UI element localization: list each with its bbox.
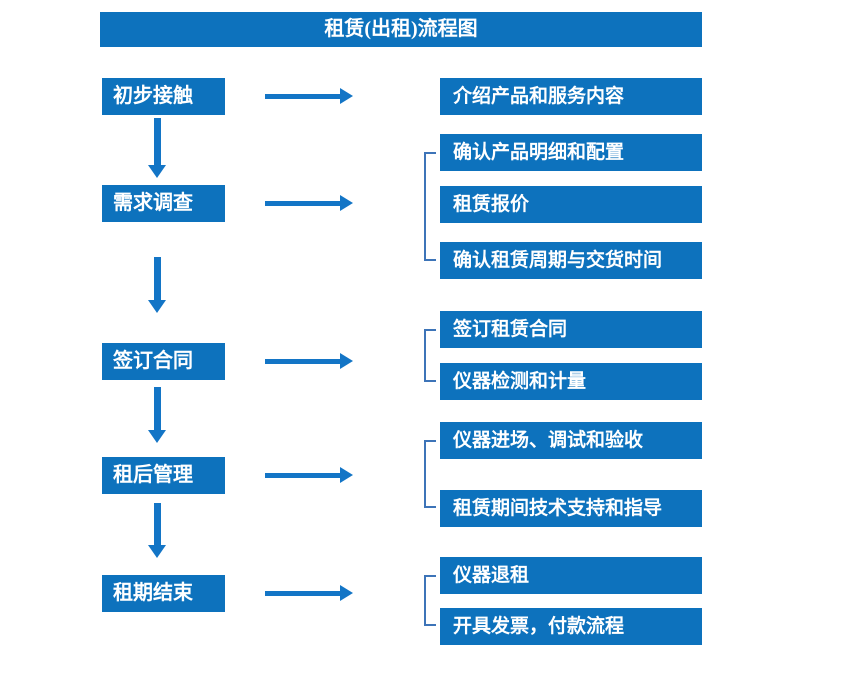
output-box-instrument-setup-acceptance: 仪器进场、调试和验收 [440, 422, 702, 459]
output-box-sign-rental-contract: 签订租赁合同 [440, 311, 702, 348]
right-arrow-icon [265, 467, 353, 483]
right-arrow-icon [265, 585, 353, 601]
right-arrow-shaft [265, 200, 340, 206]
stage-box-demand-survey: 需求调查 [102, 185, 225, 222]
output-box-invoice-payment-process: 开具发票，付款流程 [440, 608, 702, 645]
right-arrow-shaft [265, 358, 340, 364]
stage-box-rental-end: 租期结束 [102, 575, 225, 612]
group-bracket [424, 329, 436, 382]
output-box-rental-quote: 租赁报价 [440, 186, 702, 223]
output-box-confirm-product-details: 确认产品明细和配置 [440, 134, 702, 171]
stage-box-sign-contract: 签订合同 [102, 343, 225, 380]
group-bracket [424, 440, 436, 508]
group-bracket [424, 575, 436, 626]
output-box-technical-support-guidance: 租赁期间技术支持和指导 [440, 490, 702, 527]
right-arrow-head [340, 88, 353, 104]
right-arrow-head [340, 585, 353, 601]
down-arrow-head [148, 430, 166, 443]
down-arrow-icon [148, 118, 166, 178]
group-bracket [424, 152, 436, 261]
down-arrow-head [148, 545, 166, 558]
down-arrow-shaft [153, 118, 161, 165]
stage-box-initial-contact: 初步接触 [102, 78, 225, 115]
down-arrow-head [148, 300, 166, 313]
down-arrow-shaft [153, 503, 161, 545]
down-arrow-icon [148, 257, 166, 313]
output-box-instrument-return: 仪器退租 [440, 557, 702, 594]
output-box-confirm-period-delivery: 确认租赁周期与交货时间 [440, 242, 702, 279]
output-box-instrument-testing-metering: 仪器检测和计量 [440, 363, 702, 400]
right-arrow-icon [265, 195, 353, 211]
right-arrow-shaft [265, 472, 340, 478]
down-arrow-shaft [153, 387, 161, 430]
right-arrow-head [340, 195, 353, 211]
down-arrow-shaft [153, 257, 161, 300]
right-arrow-head [340, 467, 353, 483]
down-arrow-icon [148, 387, 166, 443]
right-arrow-shaft [265, 590, 340, 596]
down-arrow-icon [148, 503, 166, 558]
stage-box-post-rental-management: 租后管理 [102, 457, 225, 494]
right-arrow-icon [265, 353, 353, 369]
output-box-introduce-products-services: 介绍产品和服务内容 [440, 78, 702, 115]
right-arrow-icon [265, 88, 353, 104]
down-arrow-head [148, 165, 166, 178]
flowchart-title: 租赁(出租)流程图 [100, 12, 702, 47]
right-arrow-head [340, 353, 353, 369]
right-arrow-shaft [265, 93, 340, 99]
